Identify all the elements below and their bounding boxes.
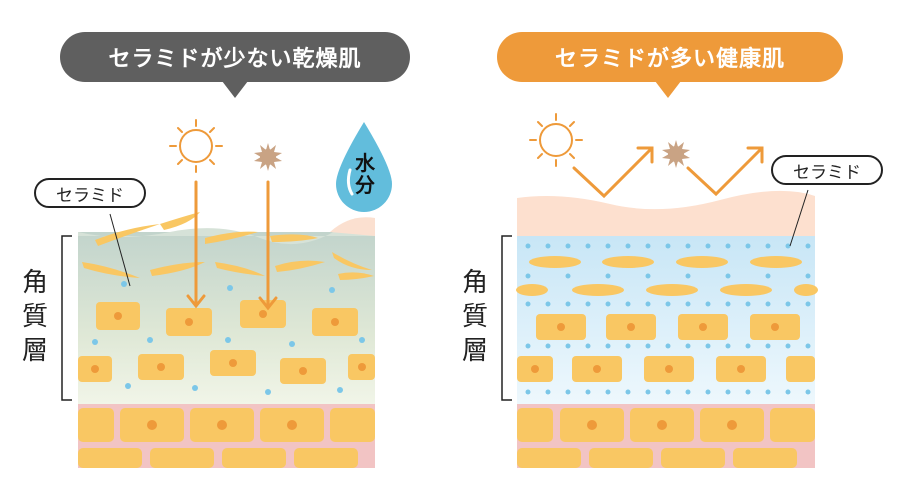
layer-label-char: 質 — [21, 302, 48, 332]
ceramide-fragment — [338, 272, 374, 280]
layer-label-char: 層 — [461, 336, 488, 366]
water-label: 水 分 — [350, 152, 380, 196]
healthy-skin-panel — [501, 113, 818, 468]
dry-bubble-tail — [222, 81, 248, 98]
healthy-ceramide-layer-1 — [529, 256, 802, 268]
ceramide-fragment — [205, 231, 258, 244]
water-drop-icon — [336, 122, 392, 212]
uv-particle-icon — [254, 143, 282, 171]
healthy-skin-title: セラミドが多い健康肌 — [554, 47, 785, 72]
layer-label-char: 角 — [461, 268, 488, 298]
ceramide-fragment — [95, 224, 160, 246]
healthy-skin-title-bubble: セラミドが多い健康肌 — [497, 32, 843, 98]
healthy-ceramide-tag: セラミド — [771, 155, 883, 185]
dry-cells-row-2 — [78, 350, 375, 384]
healthy-ceramide-label: セラミド — [793, 162, 861, 183]
healthy-stratum-corneum-label: 角 質 層 — [460, 266, 490, 368]
dry-ceramide-label: セラミド — [56, 185, 124, 206]
dry-skin-title: セラミドが少ない乾燥肌 — [108, 47, 362, 72]
dry-cells-row-1 — [96, 300, 358, 336]
uv-particle-icon — [662, 140, 690, 168]
ceramide-pointer-line — [789, 189, 809, 247]
water-label-line-2: 分 — [355, 173, 375, 197]
healthy-cells-row-1 — [536, 314, 800, 340]
dry-ceramide-tag: セラミド — [34, 178, 146, 208]
dry-lower-cells — [78, 408, 375, 468]
ceramide-fragment — [160, 212, 200, 230]
healthy-surface — [517, 190, 815, 236]
water-label-line-1: 水 — [355, 151, 375, 175]
dry-skin-panel — [61, 119, 392, 468]
healthy-bracket — [501, 235, 512, 401]
healthy-ceramide-layer-2 — [516, 284, 818, 296]
dry-ceramide-pointer-line — [109, 213, 131, 287]
sun-icon — [529, 113, 583, 167]
layer-label-char: 角 — [21, 268, 48, 298]
dry-skin-title-bubble: セラミドが少ない乾燥肌 — [60, 32, 410, 98]
dry-water-dots — [92, 281, 365, 395]
ceramide-fragment — [332, 252, 372, 270]
ceramide-fragment — [275, 260, 325, 272]
healthy-lower-cells — [517, 408, 815, 468]
dry-bracket — [61, 235, 72, 401]
sun-icon — [169, 119, 223, 173]
ceramide-fragment — [270, 234, 318, 242]
dry-penetration-arrows — [186, 180, 278, 311]
dry-surface-peel — [330, 217, 375, 236]
ceramide-fragment — [82, 262, 140, 278]
dry-stratum-corneum-label: 角 質 層 — [20, 266, 50, 368]
layer-label-char: 層 — [21, 336, 48, 366]
healthy-bubble-tail — [655, 81, 681, 98]
ceramide-fragment — [215, 262, 265, 276]
healthy-cells-row-2 — [517, 356, 815, 382]
healthy-water-dots — [525, 243, 811, 395]
dry-ceramide-scattered — [82, 212, 374, 280]
ceramide-fragment — [150, 262, 205, 276]
layer-label-char: 質 — [461, 302, 488, 332]
healthy-reflection-arrows — [572, 146, 764, 199]
